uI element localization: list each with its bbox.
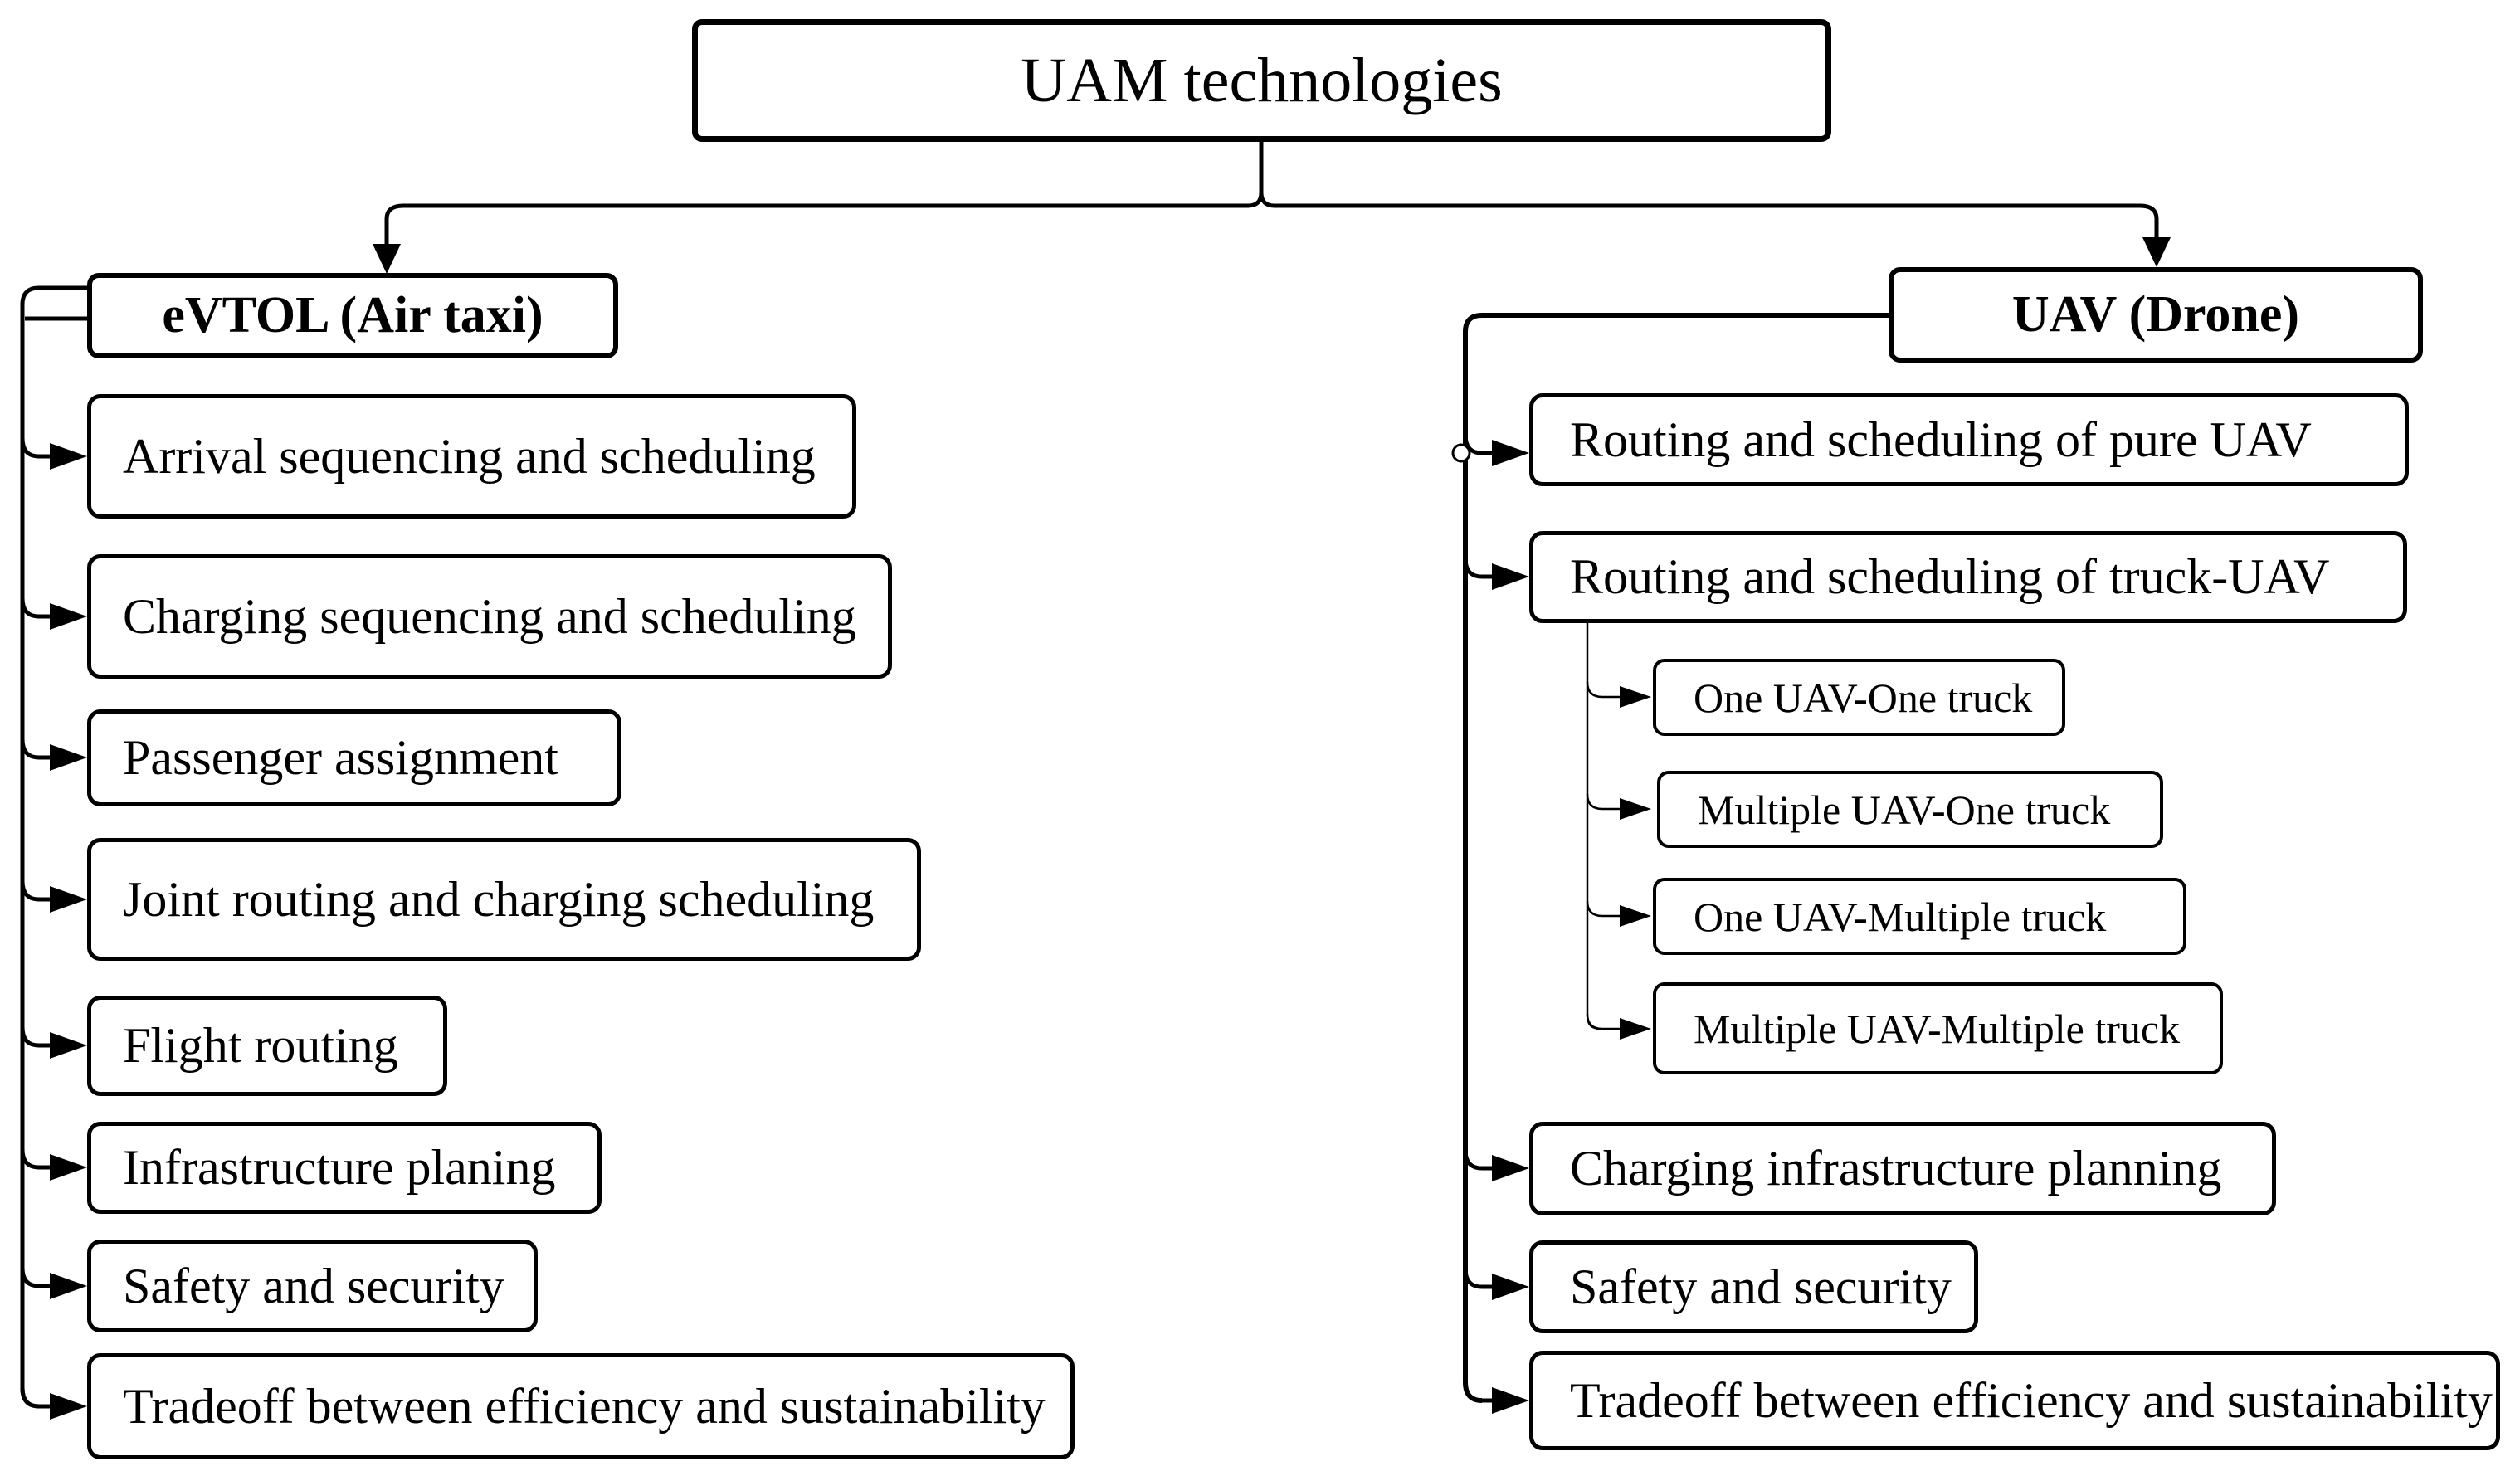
evtol-branch-line xyxy=(20,1026,53,1048)
uav-branch-line xyxy=(1463,434,1495,455)
node-label: Safety and security xyxy=(123,1258,504,1313)
node-label: Safety and security xyxy=(1570,1259,1952,1314)
uav-branch-line xyxy=(1463,1268,1495,1289)
node-label: Multiple UAV-Multiple truck xyxy=(1694,1005,2181,1052)
arrowhead xyxy=(1492,440,1529,466)
node-label: Routing and scheduling of pure UAV xyxy=(1570,412,2312,467)
uav-branch-label: UAV (Drone) xyxy=(2011,286,2300,343)
evtol-item-infrastructure-planing: Infrastructure planing xyxy=(87,1122,602,1214)
evtol-branch-label: eVTOL (Air taxi) xyxy=(162,287,543,343)
node-label: One UAV-One truck xyxy=(1694,674,2033,721)
arrowhead xyxy=(50,744,87,771)
arrowhead xyxy=(1492,1387,1529,1414)
evtol-branch-line xyxy=(20,597,53,619)
node-label: Joint routing and charging scheduling xyxy=(123,871,875,927)
arrowhead xyxy=(50,1032,87,1059)
evtol-item-passenger-assignment: Passenger assignment xyxy=(87,709,621,806)
evtol-branch-line xyxy=(20,1148,53,1170)
arrowhead xyxy=(1492,563,1529,590)
uav-item-routing-truck-uav: Routing and scheduling of truck-UAV xyxy=(1529,531,2407,623)
node-label: Tradeoff between efficiency and sustaina… xyxy=(1570,1372,2493,1428)
root-to-uav-connector xyxy=(1259,192,2159,239)
uav-branch-line xyxy=(1463,1381,1495,1403)
arrowhead xyxy=(50,886,87,913)
arrowhead xyxy=(50,1154,87,1181)
truck-uav-branch-line xyxy=(1586,900,1623,918)
node-label: One UAV-Multiple truck xyxy=(1694,893,2107,940)
arrowhead xyxy=(1620,1018,1651,1040)
uav-branch-line xyxy=(1463,1149,1495,1171)
uav-item-safety-security: Safety and security xyxy=(1529,1240,1978,1333)
arrowhead xyxy=(50,443,87,470)
evtol-item-arrival-sequencing: Arrival sequencing and scheduling xyxy=(87,394,856,519)
node-label: Routing and scheduling of truck-UAV xyxy=(1570,549,2330,604)
evtol-item-flight-routing: Flight routing xyxy=(87,996,447,1096)
node-label: Passenger assignment xyxy=(123,730,558,785)
evtol-item-safety-security: Safety and security xyxy=(87,1240,538,1332)
truck-uav-branch-line xyxy=(1586,681,1623,699)
root-to-evtol-connector xyxy=(384,142,1264,246)
node-label: Flight routing xyxy=(123,1018,398,1073)
arrowhead xyxy=(50,603,87,630)
arrowhead xyxy=(1620,686,1651,708)
root-node-label: UAM technologies xyxy=(1021,45,1503,115)
node-label: Charging sequencing and scheduling xyxy=(123,588,856,644)
truck-uav-spine xyxy=(1586,623,1601,1030)
truck-uav-branch-line xyxy=(1586,793,1623,811)
evtol-item-tradeoff-efficiency-sustainability: Tradeoff between efficiency and sustaina… xyxy=(87,1353,1075,1459)
root-node-uam-technologies: UAM technologies xyxy=(692,19,1831,142)
arrowhead-uav xyxy=(2142,237,2171,267)
node-label: Arrival sequencing and scheduling xyxy=(123,428,816,484)
arrowhead xyxy=(50,1393,87,1420)
evtol-branch-node: eVTOL (Air taxi) xyxy=(87,273,618,358)
evtol-branch-line xyxy=(20,738,53,760)
arrowhead xyxy=(1620,798,1651,820)
uav-item-routing-pure-uav: Routing and scheduling of pure UAV xyxy=(1529,393,2409,486)
uav-branch-line xyxy=(1463,558,1495,579)
truck-uav-child-multiple-multiple: Multiple UAV-Multiple truck xyxy=(1653,982,2223,1074)
arrowhead xyxy=(1492,1155,1529,1181)
evtol-branch-line xyxy=(20,437,53,459)
evtol-branch-line xyxy=(20,1267,53,1288)
arrowhead xyxy=(1620,905,1651,927)
truck-uav-branch-line xyxy=(1586,1013,1623,1030)
junction-circle xyxy=(1451,443,1471,463)
truck-uav-child-one-one: One UAV-One truck xyxy=(1653,659,2065,736)
truck-uav-child-one-multiple: One UAV-Multiple truck xyxy=(1653,878,2186,955)
node-label: Infrastructure planing xyxy=(123,1140,556,1195)
uav-item-charging-infrastructure-planning: Charging infrastructure planning xyxy=(1529,1122,2276,1215)
truck-uav-child-multiple-one: Multiple UAV-One truck xyxy=(1657,771,2163,848)
node-label: Tradeoff between efficiency and sustaina… xyxy=(123,1378,1046,1434)
node-label: Multiple UAV-One truck xyxy=(1698,786,2111,833)
node-label: Charging infrastructure planning xyxy=(1570,1141,2222,1196)
evtol-item-charging-sequencing: Charging sequencing and scheduling xyxy=(87,554,892,679)
evtol-branch-line xyxy=(20,880,53,902)
arrowhead xyxy=(1492,1274,1529,1300)
uav-item-tradeoff-efficiency-sustainability: Tradeoff between efficiency and sustaina… xyxy=(1529,1351,2500,1450)
evtol-item-joint-routing-charging: Joint routing and charging scheduling xyxy=(87,838,921,961)
arrowhead-evtol xyxy=(373,244,401,274)
evtol-branch-line xyxy=(20,1387,53,1409)
uav-branch-node: UAV (Drone) xyxy=(1889,267,2423,363)
arrowhead xyxy=(50,1273,87,1299)
